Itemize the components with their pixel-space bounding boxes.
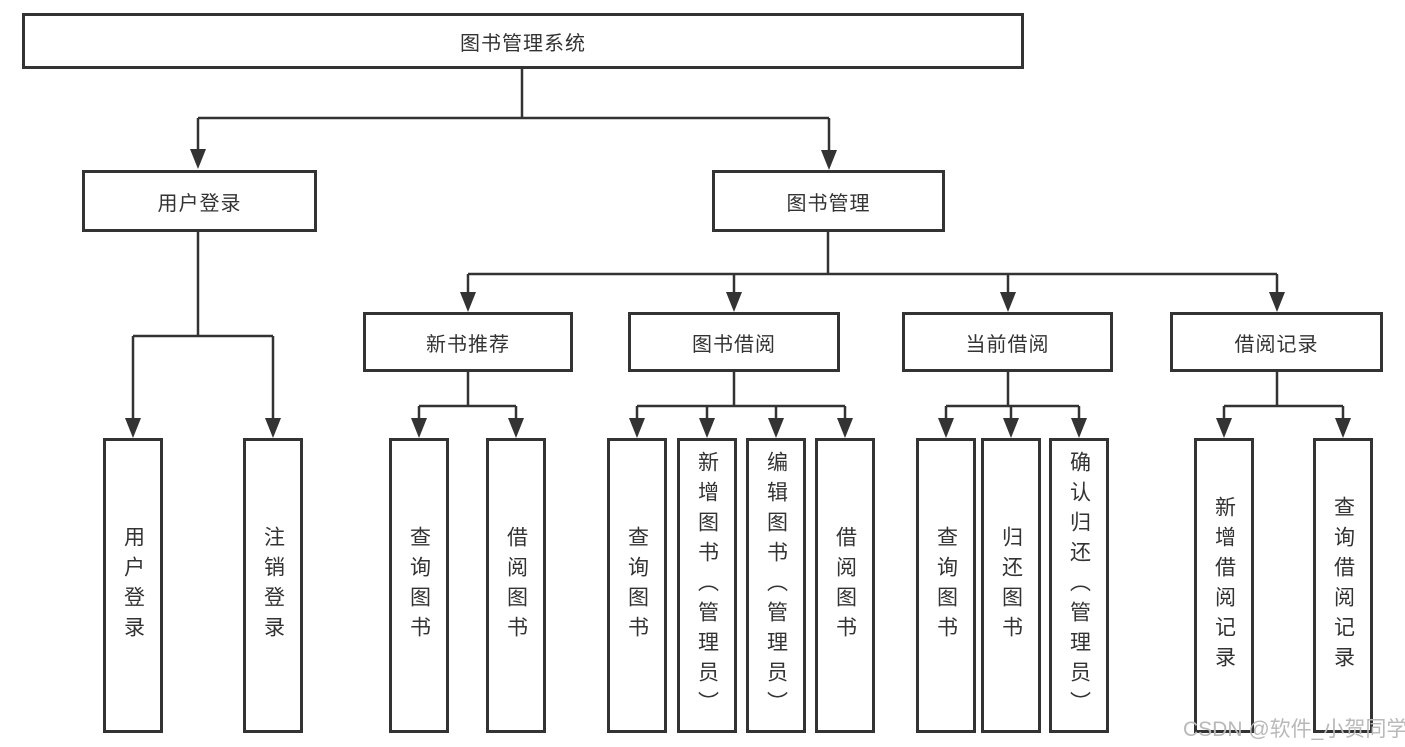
leaf-query-books-borrowing: 查询图书 xyxy=(607,438,667,733)
node-label: 查询图书 xyxy=(625,525,649,646)
node-current-borrowing: 当前借阅 xyxy=(902,312,1113,372)
leaf-query-borrow-record: 查询借阅记录 xyxy=(1313,438,1373,733)
node-label: 用户登录 xyxy=(157,192,242,215)
node-label: 借阅记录 xyxy=(1234,333,1319,356)
node-borrowing-records: 借阅记录 xyxy=(1170,312,1383,372)
node-book-management: 图书管理 xyxy=(712,170,945,232)
node-label: 查询图书 xyxy=(407,525,431,646)
node-label: 图书管理 xyxy=(786,192,871,215)
leaf-add-borrow-record: 新增借阅记录 xyxy=(1194,438,1254,733)
node-label: 编辑图书（管理员） xyxy=(764,450,788,721)
node-label: 查询借阅记录 xyxy=(1331,495,1355,676)
node-label: 新增图书（管理员） xyxy=(695,450,719,721)
leaf-logout: 注销登录 xyxy=(243,438,303,733)
node-label: 借阅图书 xyxy=(833,525,857,646)
leaf-user-login: 用户登录 xyxy=(103,438,163,733)
leaf-add-books-admin: 新增图书（管理员） xyxy=(677,438,737,733)
node-label: 借阅图书 xyxy=(504,525,528,646)
node-book-borrowing: 图书借阅 xyxy=(628,312,840,372)
leaf-borrow-books-recommend: 借阅图书 xyxy=(486,438,546,733)
node-label: 归还图书 xyxy=(999,525,1023,646)
node-label: 新书推荐 xyxy=(426,333,510,356)
node-new-book-recommend: 新书推荐 xyxy=(363,312,573,372)
node-label: 查询图书 xyxy=(934,525,958,646)
node-user-login: 用户登录 xyxy=(82,170,317,232)
leaf-query-books-current: 查询图书 xyxy=(916,438,976,733)
node-label: 确认归还（管理员） xyxy=(1067,450,1091,721)
watermark: CSDN @软件_小贺同学 xyxy=(1183,718,1405,741)
node-library-system: 图书管理系统 xyxy=(22,13,1024,69)
leaf-return-books: 归还图书 xyxy=(981,438,1041,733)
leaf-query-books-recommend: 查询图书 xyxy=(389,438,449,733)
leaf-edit-books-admin: 编辑图书（管理员） xyxy=(746,438,806,733)
leaf-borrow-books-borrowing: 借阅图书 xyxy=(815,438,875,733)
leaf-confirm-return-admin: 确认归还（管理员） xyxy=(1049,438,1109,733)
node-label: 图书借阅 xyxy=(692,333,776,356)
node-label: 图书管理系统 xyxy=(460,32,586,55)
node-label: 用户登录 xyxy=(121,525,145,646)
node-label: 注销登录 xyxy=(261,525,285,646)
node-label: 当前借阅 xyxy=(965,333,1050,356)
node-label: 新增借阅记录 xyxy=(1212,495,1236,676)
